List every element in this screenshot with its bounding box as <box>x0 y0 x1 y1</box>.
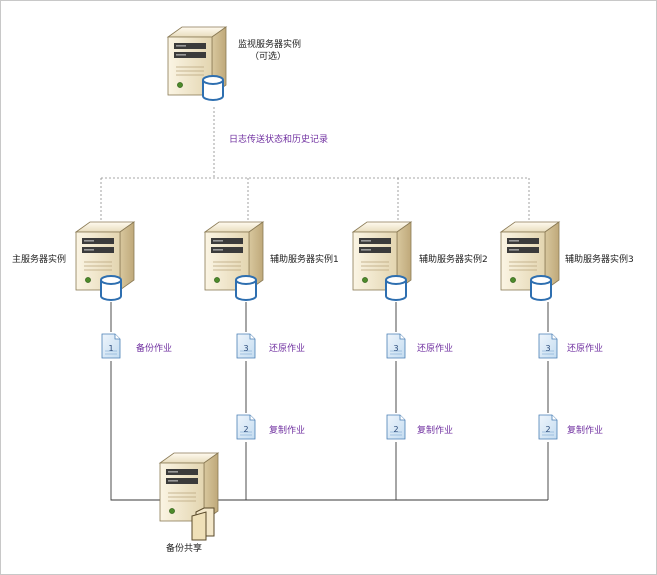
primary-server-label: 主服务器实例 <box>12 255 67 265</box>
secondary-server-3-label: 辅助服务器实例3 <box>565 255 634 265</box>
secondary-server-2-icon <box>352 221 412 301</box>
job-flow-lines <box>110 302 549 501</box>
copy-job-1-label: 复制作业 <box>269 426 306 436</box>
copy-job-3-label: 复制作业 <box>567 426 604 436</box>
restore-job-3-num: 3 <box>545 344 550 353</box>
monitor-server-label: 监视服务器实例 <box>238 40 302 50</box>
copy-job-1-num: 2 <box>243 425 248 434</box>
monitor-server-sublabel: （可选） <box>250 52 287 62</box>
copy-job-3-num: 2 <box>545 425 550 434</box>
backup-share-label: 备份共享 <box>166 544 203 554</box>
secondary-server-1-icon <box>204 221 264 301</box>
secondary-server-3-icon <box>500 221 560 301</box>
secondary-server-1-label: 辅助服务器实例1 <box>270 255 339 265</box>
restore-job-2-label: 还原作业 <box>417 344 454 354</box>
log-status-label: 日志传送状态和历史记录 <box>229 135 329 145</box>
restore-job-1-num: 3 <box>243 344 248 353</box>
backup-share-server-icon <box>159 452 219 541</box>
primary-server-icon <box>75 221 135 301</box>
folder-icon <box>191 507 215 541</box>
secondary-server-2-label: 辅助服务器实例2 <box>419 255 488 265</box>
restore-job-1-label: 还原作业 <box>269 344 306 354</box>
monitor-links <box>100 107 530 222</box>
monitor-server-icon <box>167 26 227 101</box>
backup-job-num: 1 <box>108 344 113 353</box>
copy-job-2-label: 复制作业 <box>417 426 454 436</box>
copy-job-2-num: 2 <box>393 425 398 434</box>
backup-job-label: 备份作业 <box>136 344 173 354</box>
restore-job-2-num: 3 <box>393 344 398 353</box>
restore-job-3-label: 还原作业 <box>567 344 604 354</box>
